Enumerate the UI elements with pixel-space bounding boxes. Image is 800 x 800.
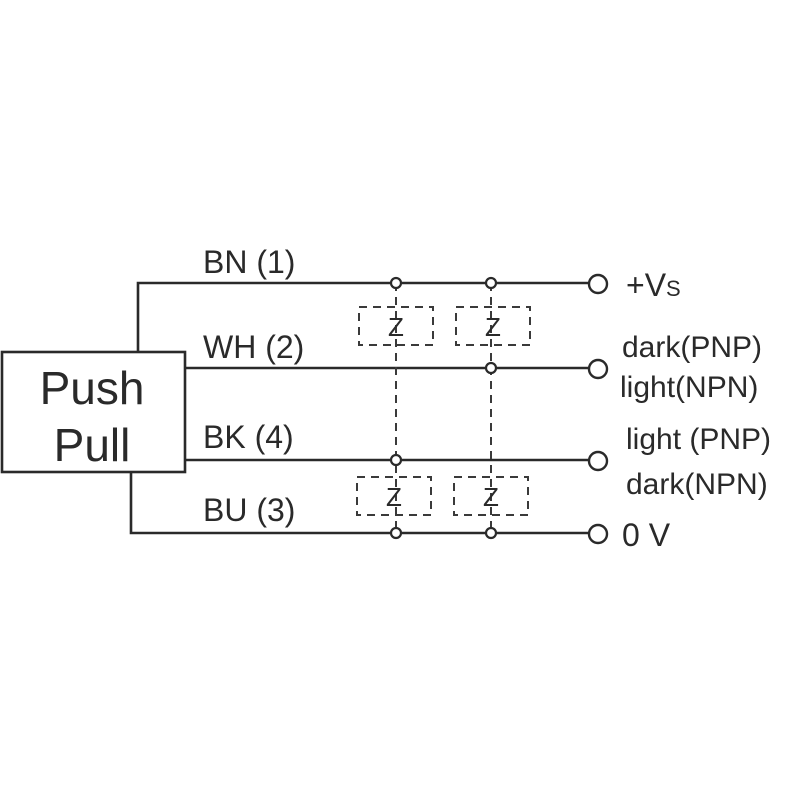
load-label-top-right: Z [485,312,501,342]
terminal-label-bk-line2: dark(NPN) [626,468,768,501]
box-label-line1: Push [40,362,145,414]
load-label-bottom-right: Z [483,482,499,512]
wire-bu [129,472,588,535]
terminal-bk [587,450,609,472]
junction-bu-left [389,526,403,540]
terminal-label-vs-sub: S [666,276,681,301]
load-label-top-left: Z [388,312,404,342]
wire-label-bn: BN (1) [203,244,295,280]
terminal-label-vs: +VS [626,267,681,303]
push-pull-box [0,350,187,474]
box-label-line2: Pull [54,419,131,471]
load-label-bottom-left: Z [386,482,402,512]
terminal-label-vs-main: +V [626,267,667,303]
junction-bn-left [389,276,403,290]
wire-label-wh: WH (2) [203,329,304,365]
wire-label-bu: BU (3) [203,492,295,528]
terminal-label-wh-line1: dark(PNP) [622,331,762,364]
terminal-bn [587,273,609,295]
wire-bn [136,281,588,352]
terminal-label-wh-line2: light(NPN) [620,371,758,404]
terminal-label-bk-line1: light (PNP) [626,423,771,456]
junction-bn-right [484,276,498,290]
junction-bk-left [389,453,403,467]
terminal-label-bu: 0 V [622,517,671,553]
junction-wh-right [484,361,498,375]
wire-label-bk: BK (4) [203,419,294,455]
terminal-bu [587,523,609,545]
junction-bu-right [484,526,498,540]
terminal-wh [587,358,609,380]
